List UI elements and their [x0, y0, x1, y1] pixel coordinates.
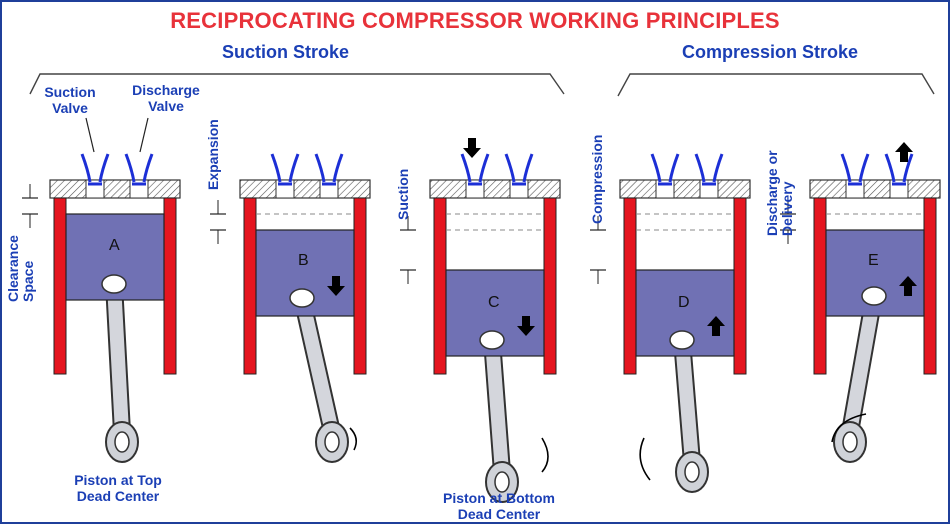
connecting-rod: [485, 333, 509, 479]
wrist-pin: [861, 286, 887, 306]
suction-valve-pointer: [85, 117, 95, 153]
crank-pin: [324, 431, 340, 453]
crank-pin: [114, 431, 130, 453]
cylinder-wall-right: [353, 197, 367, 375]
crank-pin: [684, 461, 700, 483]
compression-stroke-label: Compression Stroke: [682, 42, 859, 62]
cylinder-head: [49, 179, 181, 199]
crank-b-rotation: [349, 427, 358, 451]
cylinder-wall-left: [433, 197, 447, 375]
cylinder-wall-right: [923, 197, 937, 375]
crank-pin: [842, 431, 858, 453]
crank-c-rotation: [541, 437, 549, 473]
suction-valve: [460, 153, 490, 183]
gas-in-arrow: [463, 138, 481, 158]
cylinder-head: [809, 179, 941, 199]
connecting-rod: [107, 277, 129, 439]
suction-stroke-label: Suction Stroke: [222, 42, 350, 62]
cylinder-wall-right: [733, 197, 747, 375]
suction-valve: [270, 153, 300, 183]
stage-c-letter: C: [488, 294, 500, 311]
discharge-valve: [314, 153, 344, 183]
wrist-pin: [101, 274, 127, 294]
connecting-rod: [843, 289, 881, 439]
connecting-rod: [675, 333, 699, 469]
expansion-label: Expansion: [205, 119, 221, 190]
wrist-pin: [479, 330, 505, 350]
discharge-valve: [504, 153, 534, 183]
cylinder-wall-left: [623, 197, 637, 375]
suction-valve: [650, 153, 680, 183]
suction-valve: [840, 153, 870, 183]
cylinder-head: [619, 179, 751, 199]
connecting-rod: [295, 291, 339, 439]
piston-d-up-arrow: [707, 316, 725, 336]
stage-d-letter: D: [678, 294, 690, 311]
suction-stroke-bracket: [29, 73, 565, 95]
cylinder-head: [239, 179, 371, 199]
crank-d-rotation: [639, 437, 651, 481]
wrist-pin: [669, 330, 695, 350]
cylinder-wall-left: [53, 197, 67, 375]
suction-valve: [80, 153, 110, 183]
crank-e-rotation: [831, 413, 867, 443]
compression-stroke-bracket: [617, 73, 935, 97]
cylinder-wall-left: [813, 197, 827, 375]
stage-e-letter: E: [868, 252, 879, 269]
discharge-valve: [884, 153, 914, 183]
cylinder-wall-left: [243, 197, 257, 375]
suction-label: Suction: [395, 168, 411, 220]
crank-pin: [494, 471, 510, 493]
gas-out-arrow: [895, 142, 913, 162]
cylinder-head: [429, 179, 561, 199]
discharge-valve: [124, 153, 154, 183]
stage-a-letter: A: [109, 237, 120, 254]
piston-c-down-arrow: [517, 316, 535, 336]
discharge-valve-pointer: [139, 117, 149, 153]
piston-e-up-arrow: [899, 276, 917, 296]
cylinder-wall-right: [543, 197, 557, 375]
compression-label: Compression: [589, 134, 605, 224]
cylinder-wall-right: [163, 197, 177, 375]
piston: [825, 229, 925, 317]
discharge-valve: [694, 153, 724, 183]
diagram-title: RECIPROCATING COMPRESSOR WORKING PRINCIP…: [170, 8, 780, 33]
piston-b-down-arrow: [327, 276, 345, 296]
stage-b-letter: B: [298, 252, 309, 269]
wrist-pin: [289, 288, 315, 308]
